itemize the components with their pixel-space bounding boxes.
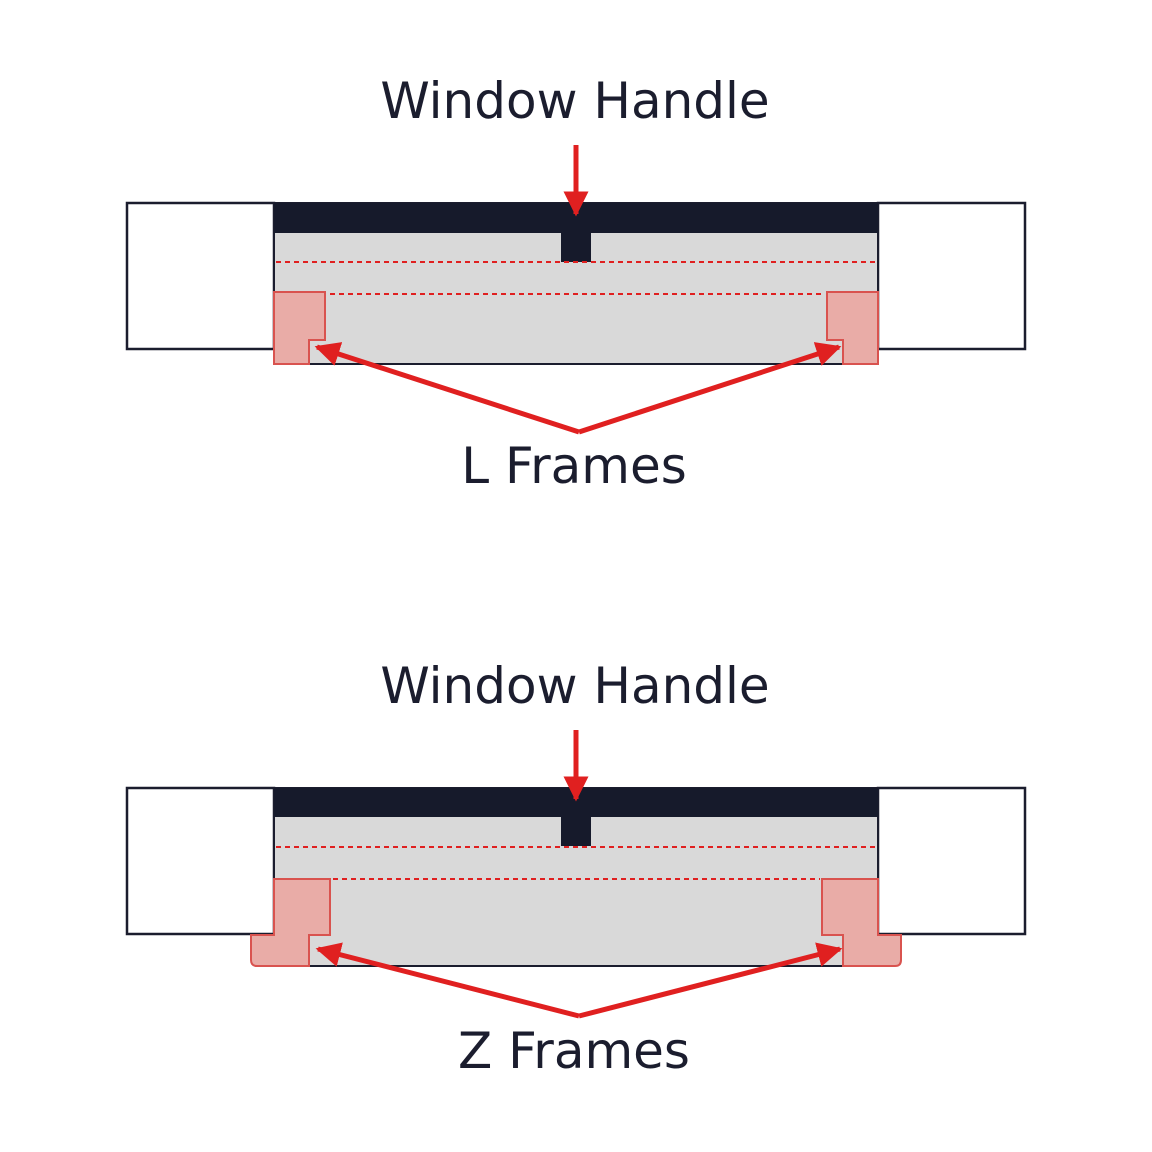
wall-right xyxy=(876,201,1027,351)
frame-arrow-right xyxy=(578,942,843,1019)
window-handle-label: Window Handle xyxy=(380,657,769,715)
panel-l-frames: Window Handle L Frames xyxy=(125,72,1027,495)
frame-arrow-left xyxy=(315,942,580,1019)
window-handle-label: Window Handle xyxy=(380,72,769,130)
frame-arrow-right xyxy=(578,342,842,435)
l-frame-right xyxy=(826,291,879,365)
wall-left xyxy=(125,786,276,936)
wall-right xyxy=(876,786,1027,936)
frame-arrow-left xyxy=(314,342,580,435)
frames-label: Z Frames xyxy=(458,1022,690,1080)
frames-label: L Frames xyxy=(461,437,687,495)
wall-left xyxy=(125,201,276,351)
l-frame-left xyxy=(273,291,326,365)
z-frame-left xyxy=(250,878,331,967)
panel-z-frames: Window Handle Z Frames xyxy=(125,657,1027,1080)
z-frame-right xyxy=(821,878,902,967)
